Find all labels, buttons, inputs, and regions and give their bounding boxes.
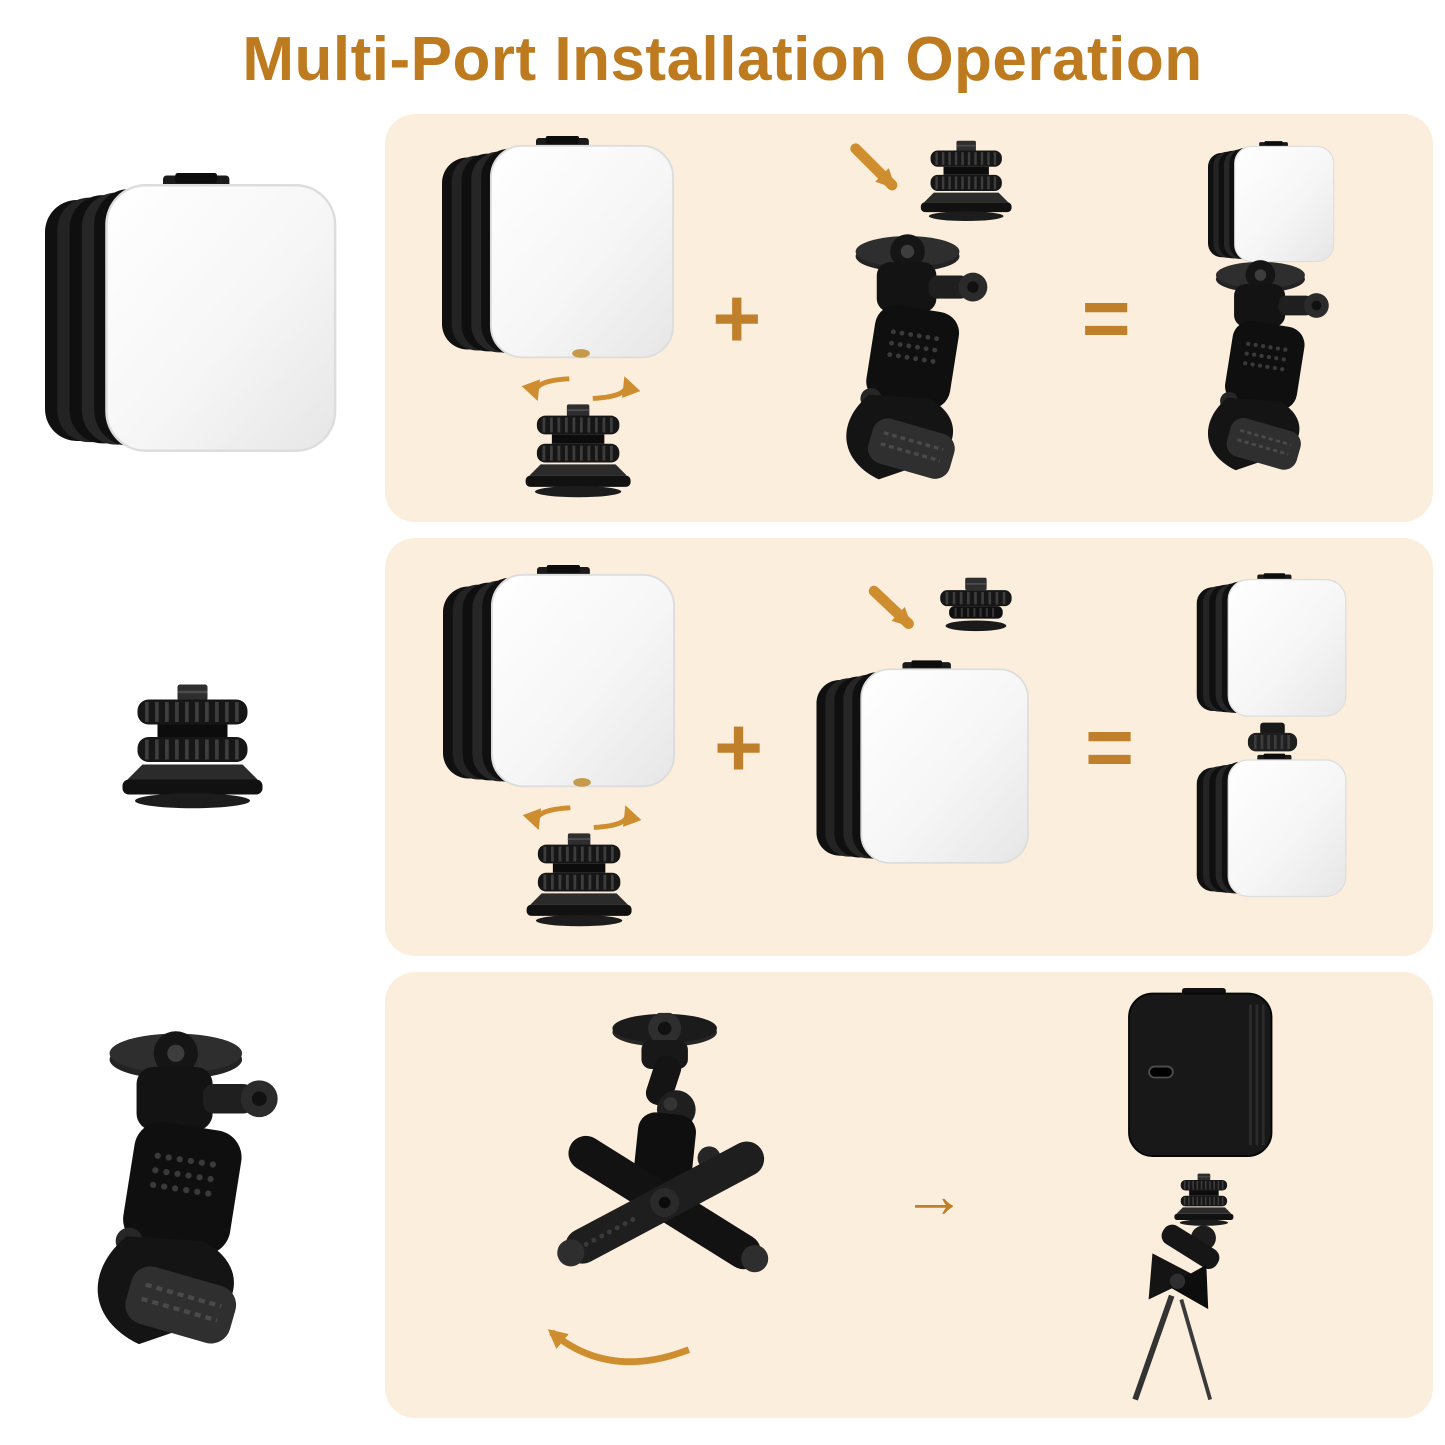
diagonal-arrow-icon	[868, 586, 914, 630]
light-clamped-on-stand-illustration	[1064, 988, 1314, 1401]
cold-shoe-adapter-icon	[105, 682, 280, 812]
clip-mount-with-adapter-icon	[796, 139, 1046, 497]
led-light-with-adapter-icon	[442, 565, 676, 929]
led-light-with-adapter-illustration	[442, 565, 678, 929]
row-clamp-usage: →	[0, 972, 1433, 1419]
clip-mount-with-adapter-illustration	[796, 139, 1046, 497]
diagonal-arrow-icon	[850, 143, 898, 191]
second-light-with-screw-icon	[816, 568, 1029, 865]
parts-column-cell-1	[0, 114, 385, 522]
led-light-with-adapter-icon	[442, 136, 675, 500]
equals-operator: =	[1081, 271, 1131, 366]
panel-stack-lights: + =	[385, 538, 1433, 957]
row-clip-installation: + =	[0, 114, 1433, 523]
arrow-right-operator: →	[902, 1159, 966, 1232]
part-led-light	[45, 173, 340, 463]
plus-operator: +	[712, 271, 762, 366]
second-light-with-screw-illustration	[799, 568, 1049, 926]
open-clamp-icon	[547, 1009, 805, 1366]
page-title: Multi-Port Installation Operation	[242, 25, 1203, 94]
light-on-clip-result-icon	[1166, 140, 1335, 496]
panel-clamp-usage: →	[385, 972, 1433, 1419]
stacked-lights-result-icon	[1196, 572, 1347, 898]
row-stack-lights: + =	[0, 538, 1433, 957]
curved-arrow-icon	[547, 1329, 690, 1366]
light-on-clip-result-illustration	[1166, 140, 1376, 496]
light-clamped-on-stand-icon	[1127, 988, 1273, 1401]
led-video-light-icon	[45, 173, 340, 463]
led-light-with-adapter-illustration	[442, 136, 677, 500]
open-clamp-illustration	[505, 1009, 805, 1382]
parts-column-cell-3	[0, 972, 385, 1418]
clip-clamp-mount-icon	[58, 1030, 328, 1361]
panel-clip-installation: + =	[385, 114, 1433, 523]
part-clip-mount	[58, 1030, 328, 1361]
plus-operator: +	[713, 700, 763, 795]
part-cold-shoe-adapter	[105, 682, 280, 812]
stacked-lights-result-illustration	[1170, 572, 1375, 922]
parts-column-cell-2	[0, 538, 385, 956]
equals-operator: =	[1084, 700, 1134, 795]
content-rows: + =	[0, 94, 1445, 1430]
